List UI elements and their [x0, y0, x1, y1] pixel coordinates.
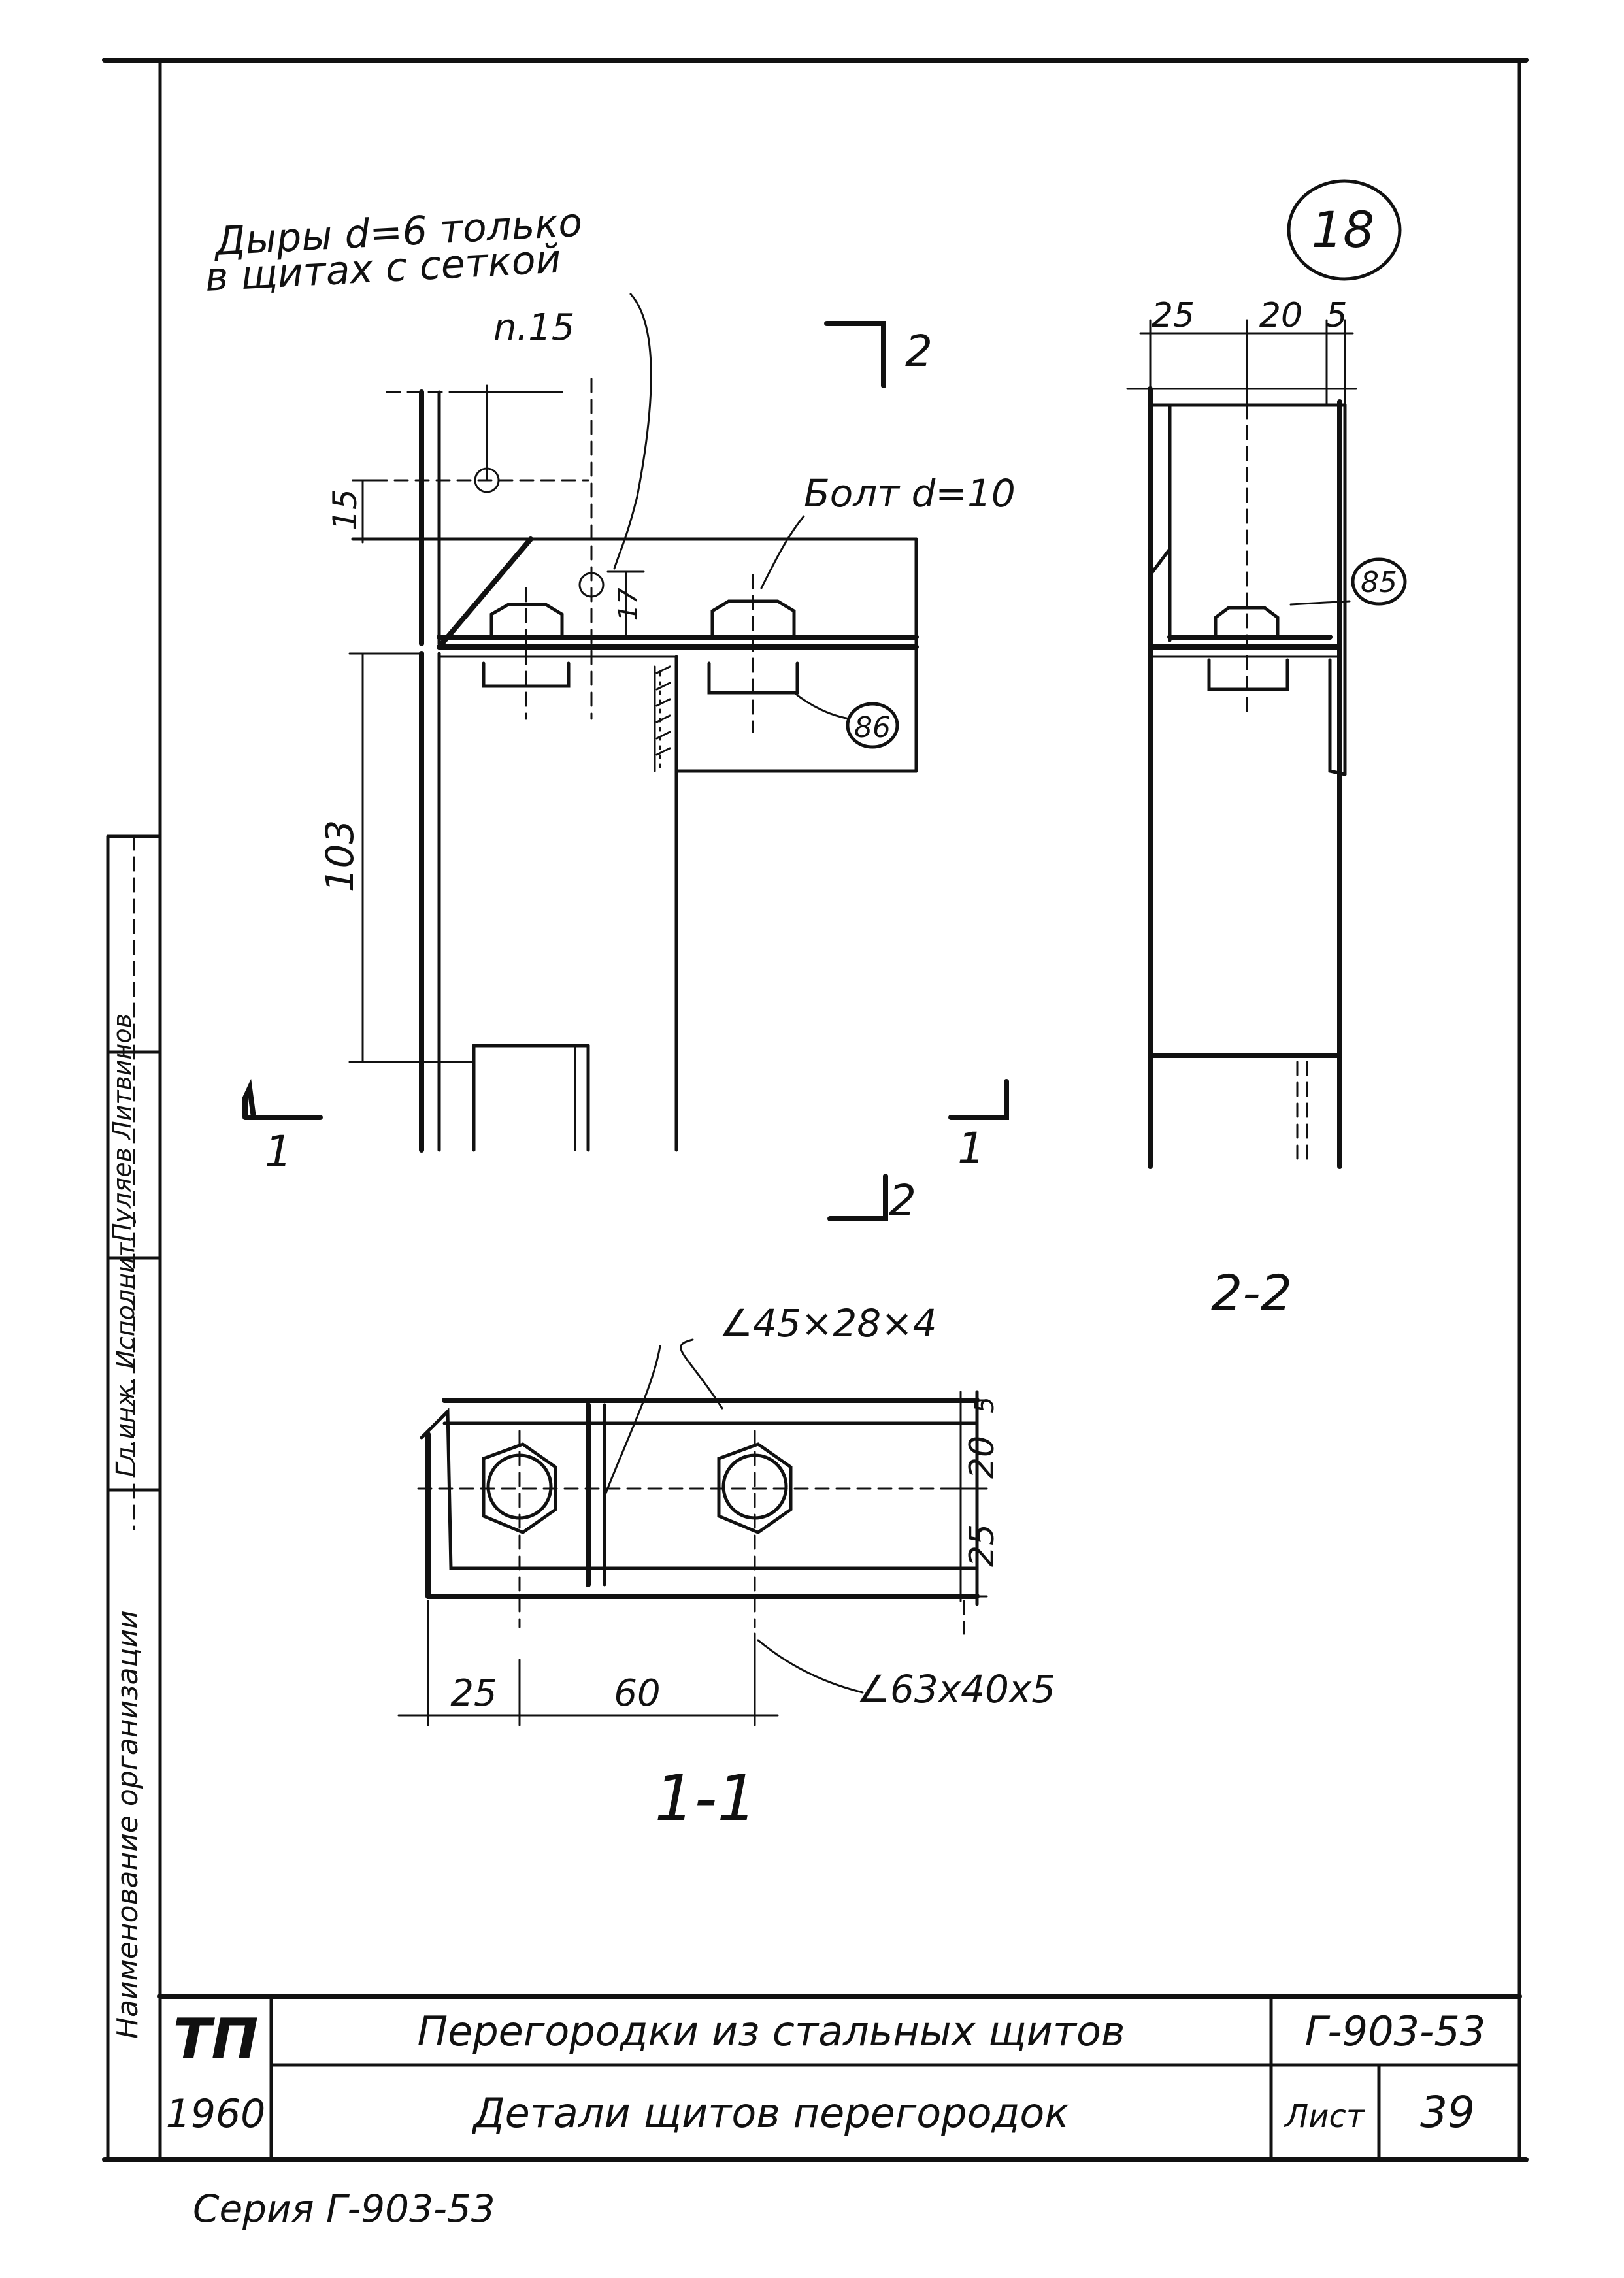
title-code: Г-903-53	[1305, 2007, 1486, 2055]
section-marks	[242, 321, 1009, 1221]
footer-series: Серия Г-903-53	[193, 2187, 495, 2231]
section-label-2-2: 2-2	[1211, 1264, 1292, 1322]
dim-103: 103	[318, 820, 362, 893]
title-line1: Перегородки из стальных щитов	[418, 2007, 1125, 2055]
section-mark-2-top: 2	[905, 326, 933, 376]
dim-17: 17	[614, 587, 644, 621]
profile-angle-large: ∠63x40x5	[856, 1667, 1055, 1711]
bolt-note: Болт d=10	[804, 471, 1016, 516]
title-sheet-value: 39	[1420, 2087, 1475, 2138]
holes-pitch-label: n.15	[493, 306, 575, 349]
callout-85-text: 85	[1361, 566, 1397, 599]
section-label-1-1: 1-1	[655, 1762, 757, 1835]
title-year: 1960	[166, 2091, 266, 2137]
section-mark-1-right: 1	[957, 1123, 985, 1174]
section-mark-2-bottom: 2	[889, 1176, 916, 1226]
sheet-frame	[102, 58, 1529, 2162]
dim-25-right: 25	[963, 1524, 1002, 1567]
callout-86-text: 86	[854, 711, 891, 744]
dim-5-right: 5	[970, 1396, 1000, 1413]
dim-20-top: 20	[1259, 296, 1302, 335]
sheet-number-circle: 18	[1287, 179, 1402, 281]
sheet-number-text: 18	[1312, 201, 1375, 259]
title-line2: Детали щитов перегородок	[471, 2089, 1069, 2137]
section-1-1-view	[397, 1338, 988, 1726]
dim-20-right: 20	[963, 1436, 1002, 1479]
side-stamp-col1: Наименование организации	[111, 1610, 144, 2039]
section-2-2-view	[1126, 319, 1407, 1169]
dim-5-top: 5	[1325, 296, 1347, 335]
dim-15: 15	[326, 489, 364, 531]
dim-25-bottom: 25	[450, 1672, 497, 1715]
side-stamp-col2: Гл.инж. Исполнит.	[111, 1234, 140, 1477]
side-stamp-col3: Пуляев Литвинов	[108, 1014, 137, 1242]
title-sheet-label: Лист	[1284, 2098, 1366, 2135]
section-mark-1-left: 1	[265, 1127, 292, 1177]
dim-60-bottom: 60	[614, 1672, 660, 1715]
title-block: ТП 1960 Перегородки из стальных щитов Де…	[157, 1994, 1522, 2162]
side-stamp: Пуляев Литвинов Гл.инж. Исполнит. Наимен…	[106, 834, 162, 2162]
main-elevation-view	[348, 293, 919, 1153]
title-logo: ТП	[173, 2007, 259, 2072]
profile-angle-small: ∠45×28×4	[719, 1301, 937, 1345]
dim-25-top: 25	[1152, 296, 1195, 335]
